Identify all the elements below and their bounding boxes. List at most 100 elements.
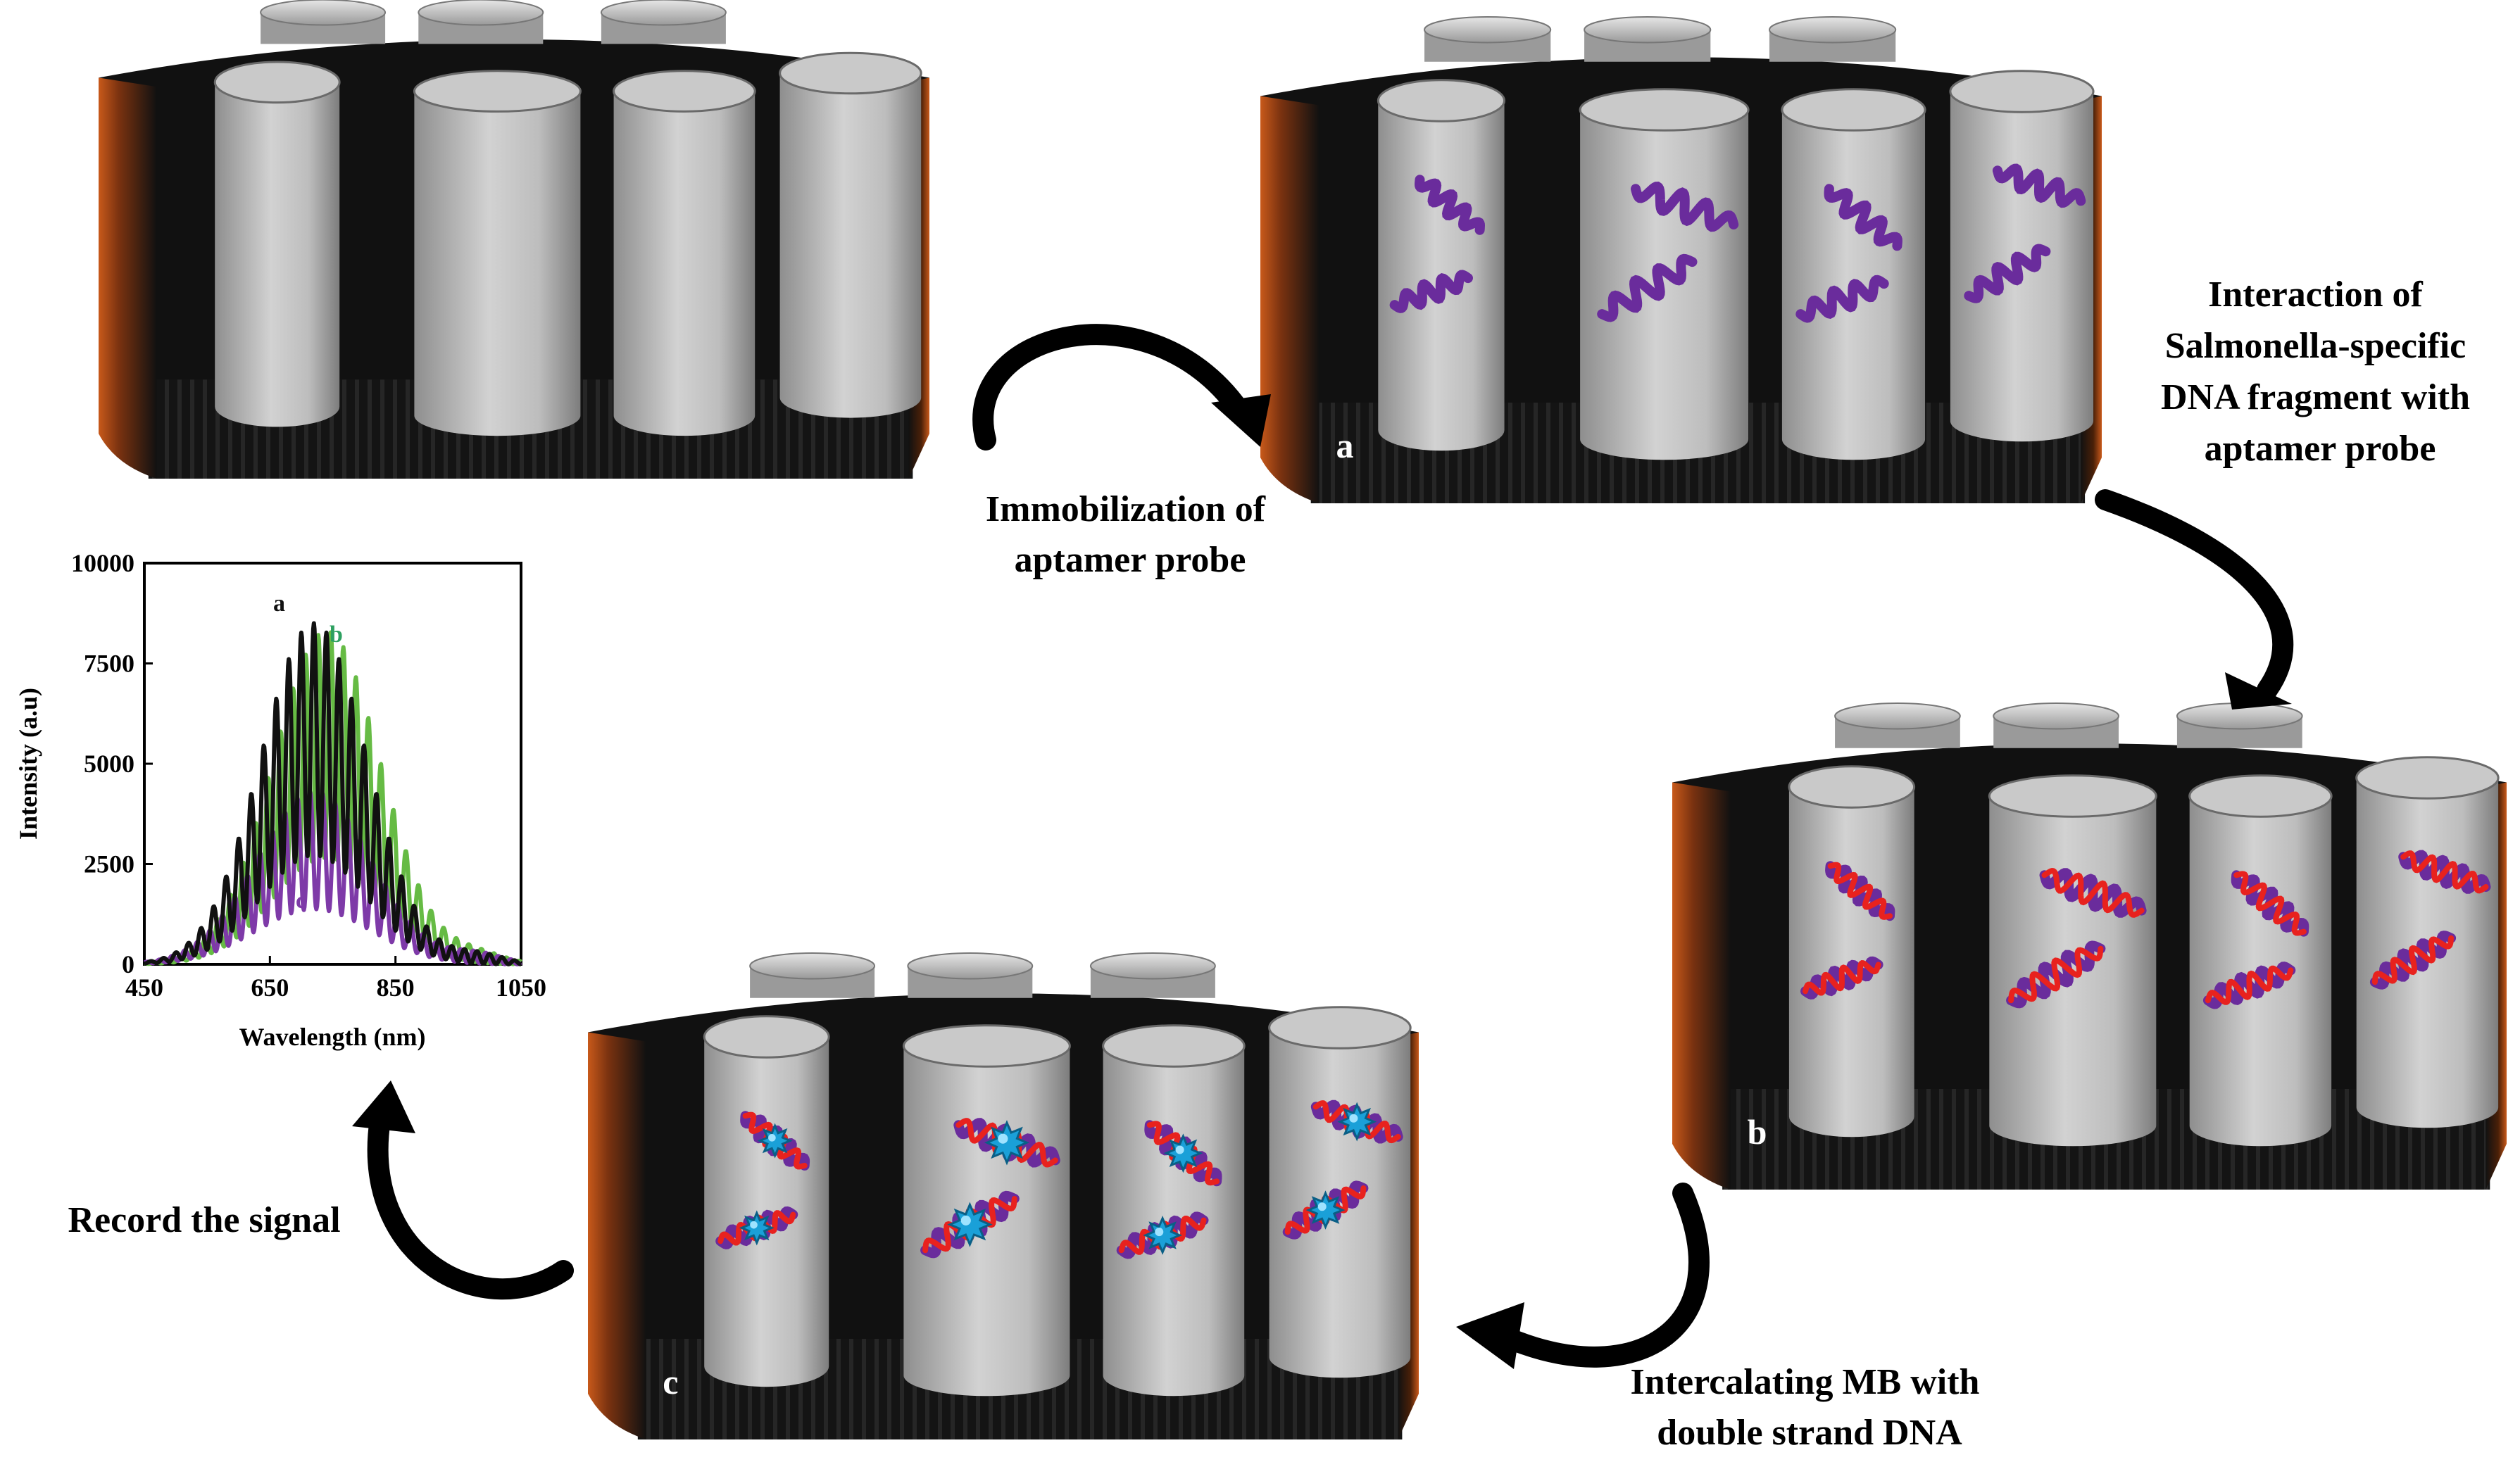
step-label-immobilization-line1: Immobilization of [986, 489, 1266, 529]
back-well-rim-3 [1089, 952, 1216, 980]
arrow-immobilization [972, 324, 1271, 450]
well-tube-4 [2356, 778, 2499, 1128]
well-tube-4 [1269, 1028, 1411, 1378]
back-well-rim-3 [1768, 16, 1897, 44]
methylene-blue-icon-highlight [1317, 1202, 1327, 1211]
arrow-record [352, 1080, 574, 1300]
methylene-blue-icon-highlight [1155, 1228, 1164, 1237]
well-opening-2 [902, 1024, 1071, 1068]
methylene-blue-icon [984, 1120, 1030, 1166]
well-opening-2 [413, 70, 582, 113]
well-opening-4 [2355, 756, 2500, 800]
well-4 [1949, 70, 2095, 442]
holder-left-side [99, 77, 157, 479]
aptamer-strand [1795, 275, 1889, 323]
well-opening-3 [613, 70, 756, 113]
aptamer-strand [1824, 184, 1902, 251]
well-opening-1 [1788, 765, 1916, 809]
well-tube-4 [779, 73, 922, 418]
series-lines [142, 621, 523, 966]
well-opening-1 [213, 61, 341, 104]
step-label-interaction-line3: DNA fragment with [2161, 377, 2470, 417]
well-opening-3 [1781, 88, 1926, 132]
back-well-rim-1 [749, 952, 876, 980]
well-3 [613, 70, 756, 436]
holder-a-aptamer: a [1260, 16, 2102, 503]
panel-letter: b [1748, 1112, 1767, 1152]
methylene-blue-icon-highlight [960, 1215, 971, 1225]
well-1 [213, 61, 341, 427]
holder-b-hybridized: b [1672, 702, 2507, 1190]
methylene-blue-icon [1163, 1133, 1203, 1173]
well-1 [1788, 765, 1916, 1138]
back-well-rim-1 [260, 0, 387, 26]
aptamer-strand [1964, 244, 2051, 303]
methylene-blue-icon [739, 1210, 775, 1246]
well-opening-3 [1102, 1024, 1246, 1068]
methylene-blue-icon [1305, 1190, 1346, 1230]
target-dna-strand [2371, 935, 2455, 985]
well-1 [703, 1015, 830, 1387]
holder-left-side [588, 1032, 646, 1439]
well-2 [413, 70, 582, 436]
panel-letter: c [663, 1362, 678, 1401]
well-opening-4 [779, 51, 922, 95]
step-label-interaction: Interaction of Salmonella-specific DNA f… [2161, 275, 2479, 469]
methylene-blue-icon [947, 1202, 993, 1247]
panel-letter: a [1336, 426, 1354, 465]
well-2 [902, 1024, 1071, 1397]
step-label-intercalating: Intercalating MB with double strand DNA [1631, 1362, 1989, 1453]
well-4 [2355, 756, 2500, 1128]
holder-left-side [1672, 782, 1731, 1190]
step-label-interaction-line1: Interaction of [2208, 275, 2423, 315]
y-tick-label: 5000 [84, 750, 134, 778]
y-tick-label: 7500 [84, 650, 134, 678]
well-2 [1988, 774, 2157, 1147]
x-tick-label: 450 [125, 973, 163, 1002]
methylene-blue-icon [1337, 1102, 1377, 1142]
well-opening-2 [1988, 774, 2157, 818]
x-tick-label: 850 [377, 973, 415, 1002]
well-tube-1 [215, 82, 340, 427]
target-dna-strand [2008, 945, 2104, 1004]
well-4 [1268, 1006, 1412, 1378]
well-tube-4 [1950, 92, 2094, 442]
step-label-record: Record the signal [68, 1200, 340, 1240]
well-tube-3 [613, 91, 756, 436]
well-2 [1579, 88, 1750, 460]
methylene-blue-icon-highlight [750, 1221, 758, 1229]
series-label-a: a [273, 591, 285, 617]
well-1 [1377, 79, 1506, 451]
back-well-rim-2 [1993, 702, 2119, 730]
target-dna-strand [2041, 868, 2145, 918]
methylene-blue-icon-highlight [768, 1134, 776, 1142]
back-well-rim-2 [907, 952, 1034, 980]
step-label-intercalating-line1: Intercalating MB with [1631, 1362, 1980, 1402]
target-dna-strand [2400, 850, 2489, 894]
y-tick-label: 0 [122, 950, 134, 978]
x-tick-label: 1050 [496, 973, 546, 1002]
methylene-blue-icon [757, 1123, 793, 1159]
back-well-rim-1 [1424, 16, 1552, 44]
back-well-rim-2 [418, 0, 544, 26]
well-opening-1 [703, 1015, 830, 1059]
methylene-blue-icon-highlight [998, 1133, 1008, 1144]
series-label-b: b [330, 622, 343, 648]
well-opening-3 [2188, 774, 2333, 818]
step-label-interaction-line4: aptamer probe [2205, 429, 2436, 469]
well-opening-1 [1377, 79, 1506, 122]
methylene-blue-icon-highlight [1349, 1114, 1358, 1123]
methylene-blue-icon [1143, 1215, 1183, 1255]
arrow-intercalating [1456, 1183, 1710, 1369]
well-4 [779, 51, 922, 418]
well-opening-4 [1949, 70, 2095, 113]
methylene-blue-icon-highlight [1175, 1145, 1184, 1154]
holder-bare [99, 0, 929, 479]
series-line-a [142, 621, 523, 966]
holder-left-side [1260, 96, 1319, 503]
well-tube-2 [1580, 110, 1749, 460]
x-tick-label: 650 [251, 973, 289, 1002]
back-well-rim-3 [600, 0, 727, 26]
